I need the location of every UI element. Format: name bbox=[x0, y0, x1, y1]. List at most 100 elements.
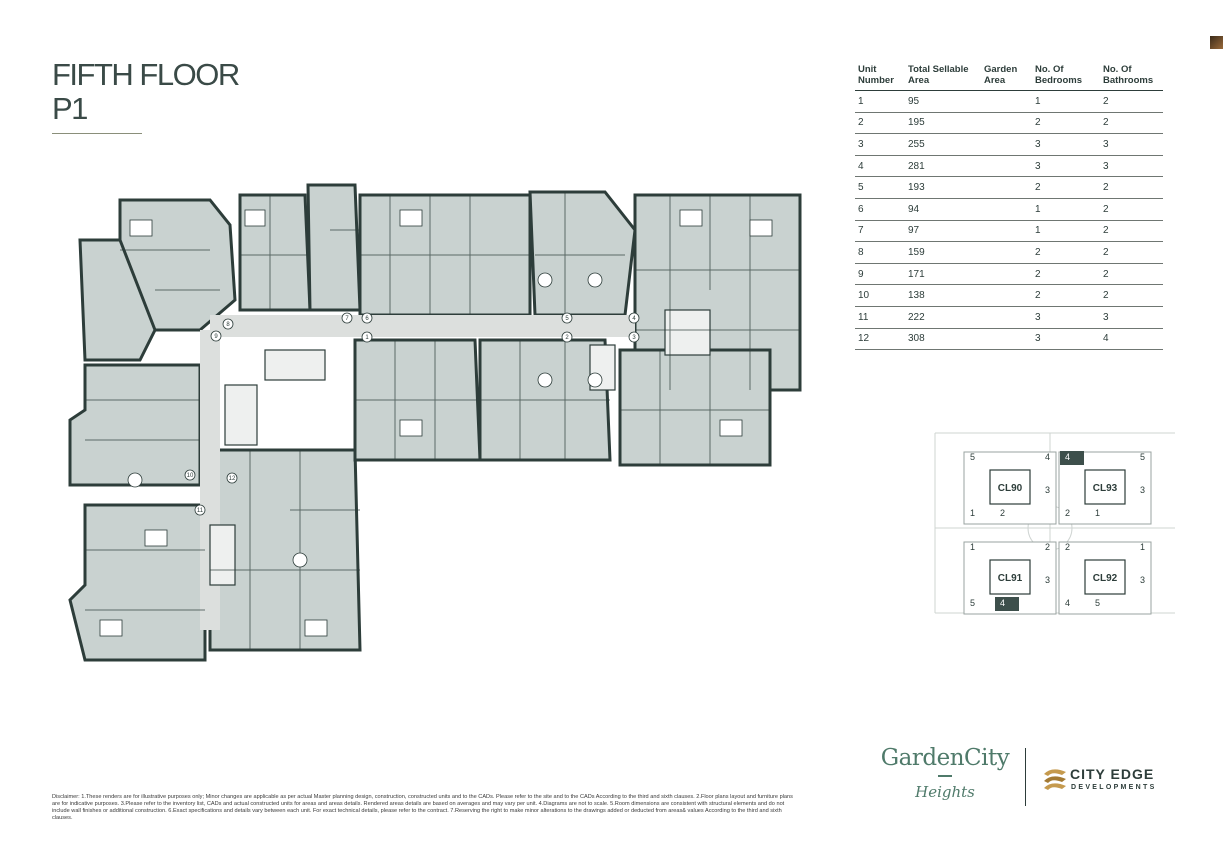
cell-bedrooms: 3 bbox=[1032, 306, 1100, 329]
cityedge-logo-main: CITY EDGE bbox=[1070, 766, 1155, 782]
cell-total-area: 138 bbox=[905, 284, 981, 307]
cell-total-area: 193 bbox=[905, 176, 981, 199]
cell-garden-area bbox=[981, 176, 1032, 199]
site-unit-number: 2 bbox=[1045, 542, 1050, 552]
cell-bathrooms: 2 bbox=[1100, 284, 1163, 307]
stair-core-3 bbox=[209, 524, 236, 586]
site-unit-number: 2 bbox=[1000, 508, 1005, 518]
cell-bedrooms: 2 bbox=[1032, 176, 1100, 199]
site-unit-number: 4 bbox=[1065, 598, 1070, 608]
site-unit-number: 5 bbox=[1140, 452, 1145, 462]
svg-text:2: 2 bbox=[565, 335, 569, 341]
title-floor: FIFTH FLOOR bbox=[52, 57, 240, 92]
cell-total-area: 159 bbox=[905, 241, 981, 264]
cell-bathrooms: 2 bbox=[1100, 112, 1163, 135]
cityedge-logo-icon bbox=[1044, 769, 1066, 790]
cell-bedrooms: 1 bbox=[1032, 198, 1100, 221]
cell-garden-area bbox=[981, 155, 1032, 178]
cell-bathrooms: 2 bbox=[1100, 263, 1163, 286]
site-unit-number: 2 bbox=[1065, 542, 1070, 552]
title-plan-code: P1 bbox=[52, 91, 88, 126]
unit-marker-7: 7 bbox=[341, 312, 353, 324]
unit-marker-5: 5 bbox=[561, 312, 573, 324]
unit-block-10 bbox=[68, 363, 202, 487]
cell-garden-area bbox=[981, 112, 1032, 135]
cell-bedrooms: 3 bbox=[1032, 328, 1100, 351]
gardencity-logo-bar bbox=[938, 775, 952, 777]
unit-block-6 bbox=[306, 183, 362, 312]
unit-marker-12: 12 bbox=[226, 472, 238, 484]
cell-bathrooms: 4 bbox=[1100, 328, 1163, 351]
furniture bbox=[99, 209, 773, 637]
header-bathrooms: No. Of Bathrooms bbox=[1100, 62, 1163, 91]
site-unit-number: 4 bbox=[1045, 452, 1050, 462]
site-unit-number: 1 bbox=[1095, 508, 1100, 518]
cell-unit-number: 12 bbox=[855, 328, 905, 351]
cell-garden-area bbox=[981, 284, 1032, 307]
header-unit-number: Unit Number bbox=[855, 62, 905, 91]
site-unit-number: 5 bbox=[970, 598, 975, 608]
cell-bedrooms: 2 bbox=[1032, 112, 1100, 135]
unit-marker-10: 10 bbox=[184, 469, 196, 481]
cell-unit-number: 9 bbox=[855, 263, 905, 286]
cell-total-area: 95 bbox=[905, 90, 981, 113]
cell-unit-number: 2 bbox=[855, 112, 905, 135]
cell-unit-number: 4 bbox=[855, 155, 905, 178]
cell-unit-number: 11 bbox=[855, 306, 905, 329]
gardencity-logo-sub: Heights bbox=[915, 783, 975, 801]
site-unit-number: 2 bbox=[1065, 508, 1070, 518]
gardencity-logo-main: GardenCity bbox=[880, 745, 1010, 771]
main-corridor bbox=[210, 315, 635, 337]
unit-marker-6: 6 bbox=[361, 312, 373, 324]
svg-text:8: 8 bbox=[226, 322, 230, 328]
site-unit-number: 3 bbox=[1140, 575, 1145, 585]
stair-core-1 bbox=[224, 384, 258, 446]
unit-block-11 bbox=[68, 503, 207, 662]
site-unit-number: 4 bbox=[1065, 452, 1070, 462]
unit-marker-2: 2 bbox=[561, 331, 573, 343]
cell-total-area: 222 bbox=[905, 306, 981, 329]
site-unit-number: 1 bbox=[1140, 542, 1145, 552]
cell-total-area: 195 bbox=[905, 112, 981, 135]
cell-bedrooms: 3 bbox=[1032, 155, 1100, 178]
cell-bathrooms: 2 bbox=[1100, 241, 1163, 264]
unit-marker-8: 8 bbox=[222, 318, 234, 330]
site-unit-number: 3 bbox=[1045, 575, 1050, 585]
cell-unit-number: 10 bbox=[855, 284, 905, 307]
site-unit-number: 3 bbox=[1140, 485, 1145, 495]
header-bedrooms: No. Of Bedrooms bbox=[1032, 62, 1100, 91]
cell-bathrooms: 2 bbox=[1100, 198, 1163, 221]
site-unit-number: 5 bbox=[1095, 598, 1100, 608]
interior-walls bbox=[85, 192, 800, 650]
cell-bathrooms: 3 bbox=[1100, 155, 1163, 178]
site-unit-number: 1 bbox=[970, 542, 975, 552]
cell-garden-area bbox=[981, 328, 1032, 351]
cell-garden-area bbox=[981, 198, 1032, 221]
cell-bathrooms: 2 bbox=[1100, 220, 1163, 243]
unit-block-2b bbox=[618, 348, 772, 467]
cell-bedrooms: 2 bbox=[1032, 263, 1100, 286]
header-total-area: Total Sellable Area bbox=[905, 62, 981, 91]
lift-core-1 bbox=[264, 349, 326, 381]
svg-text:9: 9 bbox=[214, 334, 218, 340]
cell-unit-number: 6 bbox=[855, 198, 905, 221]
cell-total-area: 308 bbox=[905, 328, 981, 351]
svg-text:3: 3 bbox=[632, 335, 636, 341]
site-unit-number: 5 bbox=[970, 452, 975, 462]
unit-table: Unit Number Total Sellable Area Garden A… bbox=[855, 62, 1163, 351]
unit-block-4 bbox=[528, 190, 637, 317]
